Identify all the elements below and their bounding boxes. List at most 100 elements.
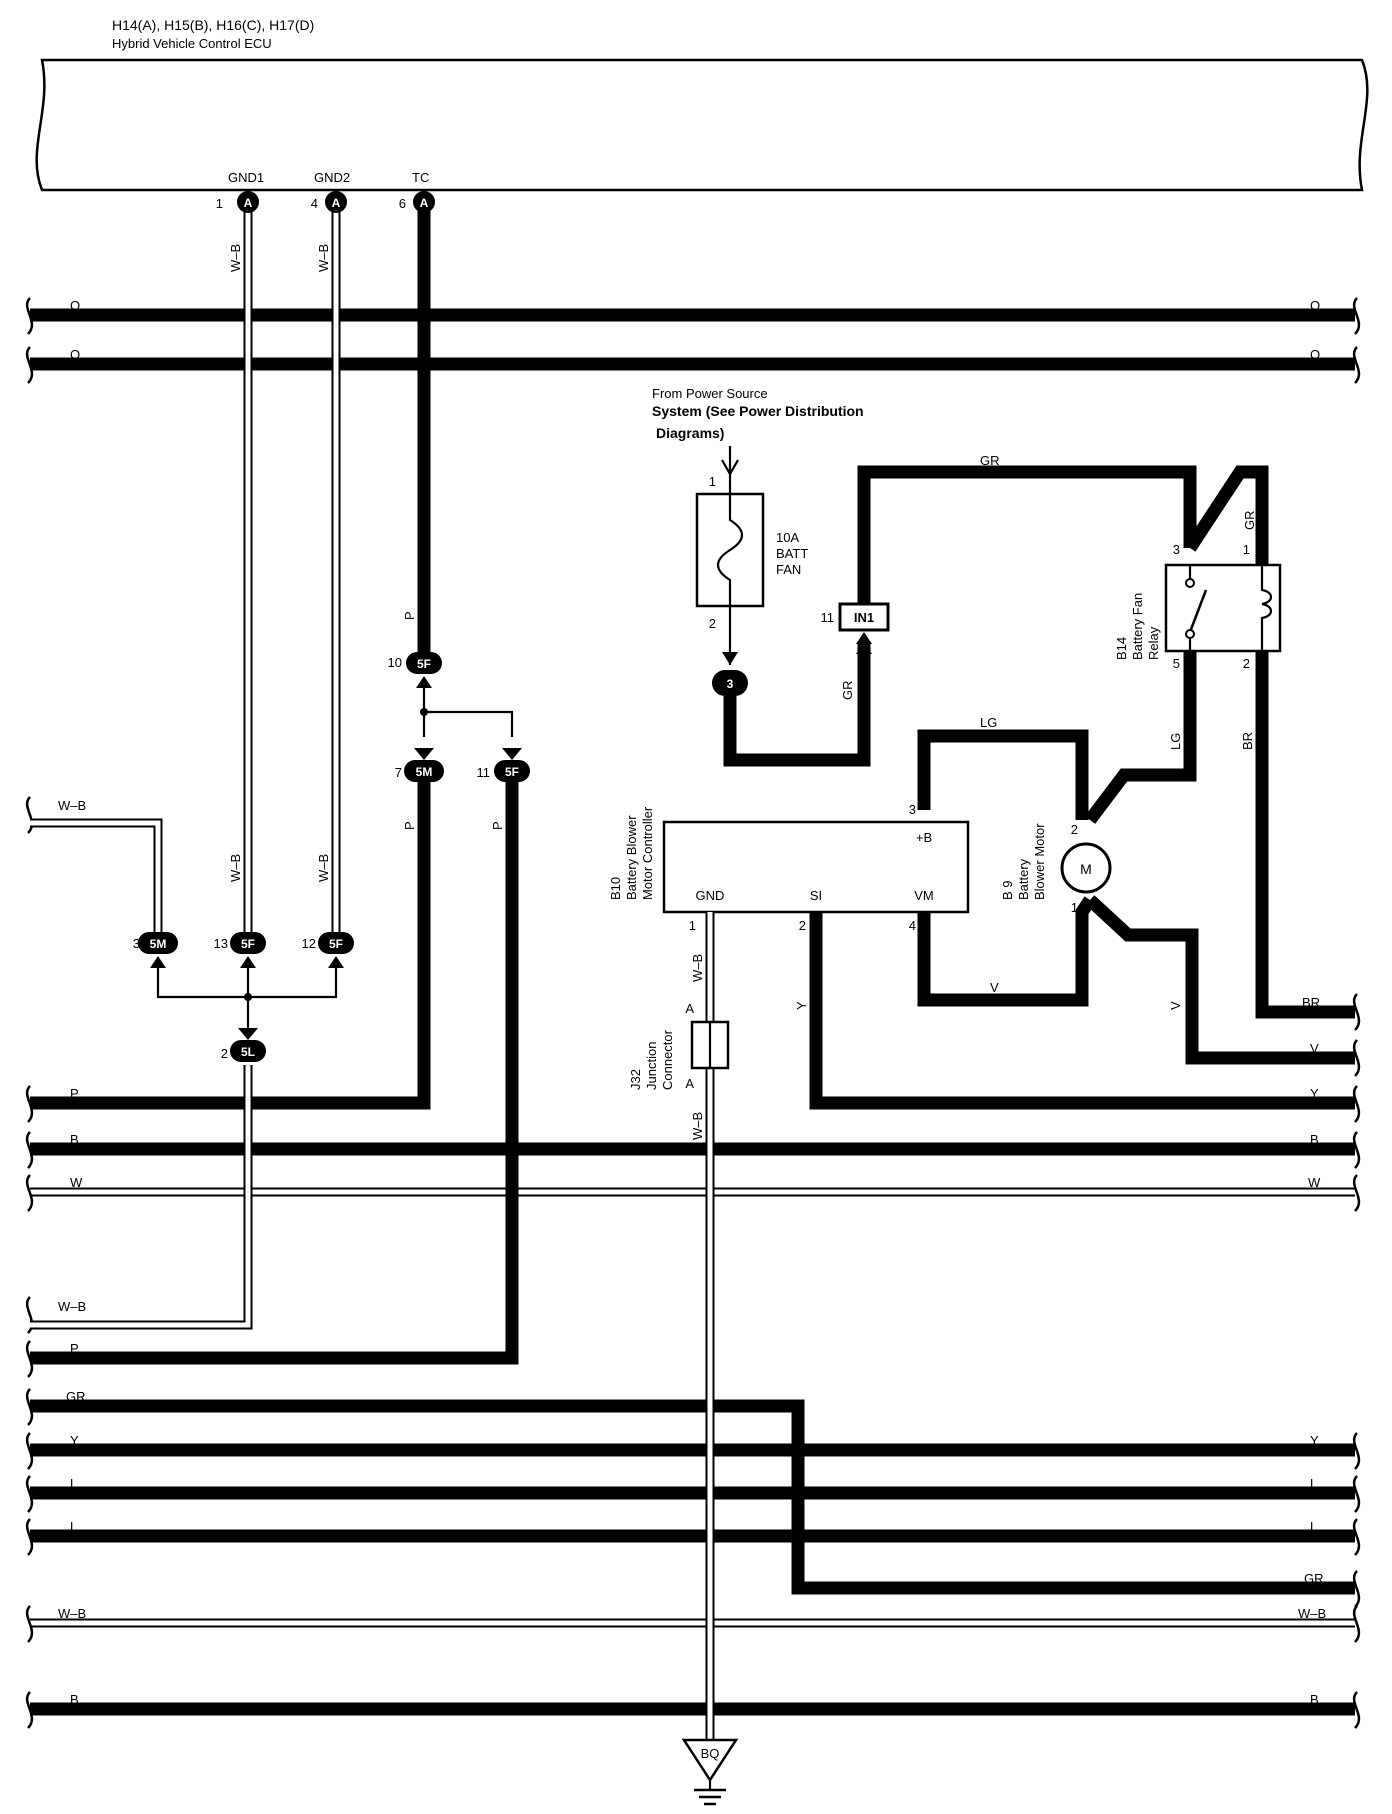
svg-text:5M: 5M [416,765,433,779]
wire-color-label: GR [980,453,1000,468]
bus-label-left: P [70,1341,79,1356]
p-wire-7-5m [415,782,431,1110]
bus-label-left: W–B [58,1299,86,1314]
wire-color-label: P [402,611,417,620]
ecu-connector-codes: H14(A), H15(B), H16(C), H17(D) [112,17,314,33]
junction-11-in1 [838,602,890,632]
junction-10-5f [406,652,442,674]
junction-3-5m [138,932,178,954]
fuse-name1: BATT [776,546,808,561]
bus-label-right: Y [1310,1433,1319,1448]
controller-pin-b: +B [916,830,932,845]
wire-color-label: LG [1168,733,1183,750]
controller-pin-vm: VM [914,888,934,903]
bus-label-right: B [1310,1132,1319,1147]
wire-color-label: W–B [690,954,705,982]
bus-label-left: B [70,1692,79,1707]
connector-a-gnd1 [237,191,259,213]
junction-11-5f [494,760,530,782]
bus-label-right: Y [1310,1086,1319,1101]
bus-label-right: V [1310,1041,1319,1056]
svg-text:2: 2 [799,918,806,933]
svg-text:5: 5 [1173,656,1180,671]
controller-pin-gnd: GND [696,888,725,903]
svg-text:5F: 5F [505,765,519,779]
lg-wire-controller-motor [917,729,1089,820]
wire-color-label: W–B [690,1112,705,1140]
wire-color-label: V [1168,1001,1183,1010]
gr-wire-relay-coil [1184,465,1269,565]
svg-text:5L: 5L [241,1045,255,1059]
svg-text:11: 11 [821,610,835,625]
y-wire-si [809,912,1355,1110]
wire-color-label: P [402,821,417,830]
junction-7-5m [404,760,444,782]
ecu-pin-connectors: 1 A 4 A 6 A [216,191,435,213]
svg-text:1: 1 [709,474,716,489]
svg-text:A: A [685,1001,694,1016]
power-source-line1: From Power Source [652,386,768,401]
junction-12-5f [318,932,354,954]
svg-text:1: 1 [689,918,696,933]
svg-text:5F: 5F [241,937,255,951]
junction-13-5f [230,932,266,954]
lg-wire-relay-motor [1084,651,1197,824]
junction-connector-code: J32 [628,1069,643,1090]
v-wire-motor-bus [1085,895,1355,1065]
bus-label-right: W–B [1298,1606,1326,1621]
bus-label-left: O [70,298,80,313]
controller-name1: Battery Blower [624,815,639,900]
splice-dot [244,993,252,1001]
wire-color-label: GR [840,681,855,701]
svg-text:2: 2 [709,616,716,631]
bus-wires [30,308,1355,1716]
bus-label-left: L [70,1476,77,1491]
relay-name2: Relay [1146,626,1161,660]
svg-text:6: 6 [399,196,406,211]
gr-wire-to-relay [857,465,1197,604]
wire-color-label: LG [980,715,997,730]
bus-label-right: L [1310,1519,1317,1534]
blower-motor [1060,842,1112,894]
svg-text:2: 2 [221,1046,228,1061]
wire-color-label: W–B [228,854,243,882]
blower-motor-controller [662,820,970,914]
bus-wire-p-lower [30,775,519,1365]
bus-label-left: L [70,1519,77,1534]
controller-code: B10 [608,877,623,900]
connector-a-tc [413,191,435,213]
bus-labels-left: O O W–B P B W W–B P GR Y L L W–B B [58,298,86,1707]
svg-text:2: 2 [1071,822,1078,837]
wire-color-label: W–B [228,244,243,272]
relay-code: B14 [1114,637,1129,660]
svg-text:A: A [332,196,341,210]
bus-label-left: P [70,1086,79,1101]
splice-dot [420,708,428,716]
connector-a-gnd2 [325,191,347,213]
fuse-name2: FAN [776,562,801,577]
fuse-amp: 10A [776,530,799,545]
svg-text:4: 4 [909,918,916,933]
svg-text:1: 1 [1243,542,1250,557]
bus-label-right: GR [1304,1571,1324,1586]
svg-text:12: 12 [302,936,316,951]
ground-symbol [681,1738,739,1783]
ecu-name: Hybrid Vehicle Control ECU [112,36,272,51]
ecu-pin-gnd1-name: GND1 [228,170,264,185]
svg-text:5M: 5M [150,937,167,951]
motor-symbol: M [1080,861,1092,877]
bus-label-left: W–B [58,1606,86,1621]
svg-text:13: 13 [214,936,228,951]
wire-color-label: BR [1240,732,1255,750]
bus-label-right: B [1310,1692,1319,1707]
left-break-marks [25,297,34,1729]
ecu-pin-gnd2-name: GND2 [314,170,350,185]
svg-text:3: 3 [1173,542,1180,557]
relay-coil [1260,565,1273,651]
bus-label-right: O [1310,347,1320,362]
svg-text:A: A [420,196,429,210]
bus-label-right: L [1310,1476,1317,1491]
svg-text:7: 7 [395,765,402,780]
br-wire-relay [1255,651,1355,1019]
relay-name1: Battery Fan [1130,593,1145,660]
